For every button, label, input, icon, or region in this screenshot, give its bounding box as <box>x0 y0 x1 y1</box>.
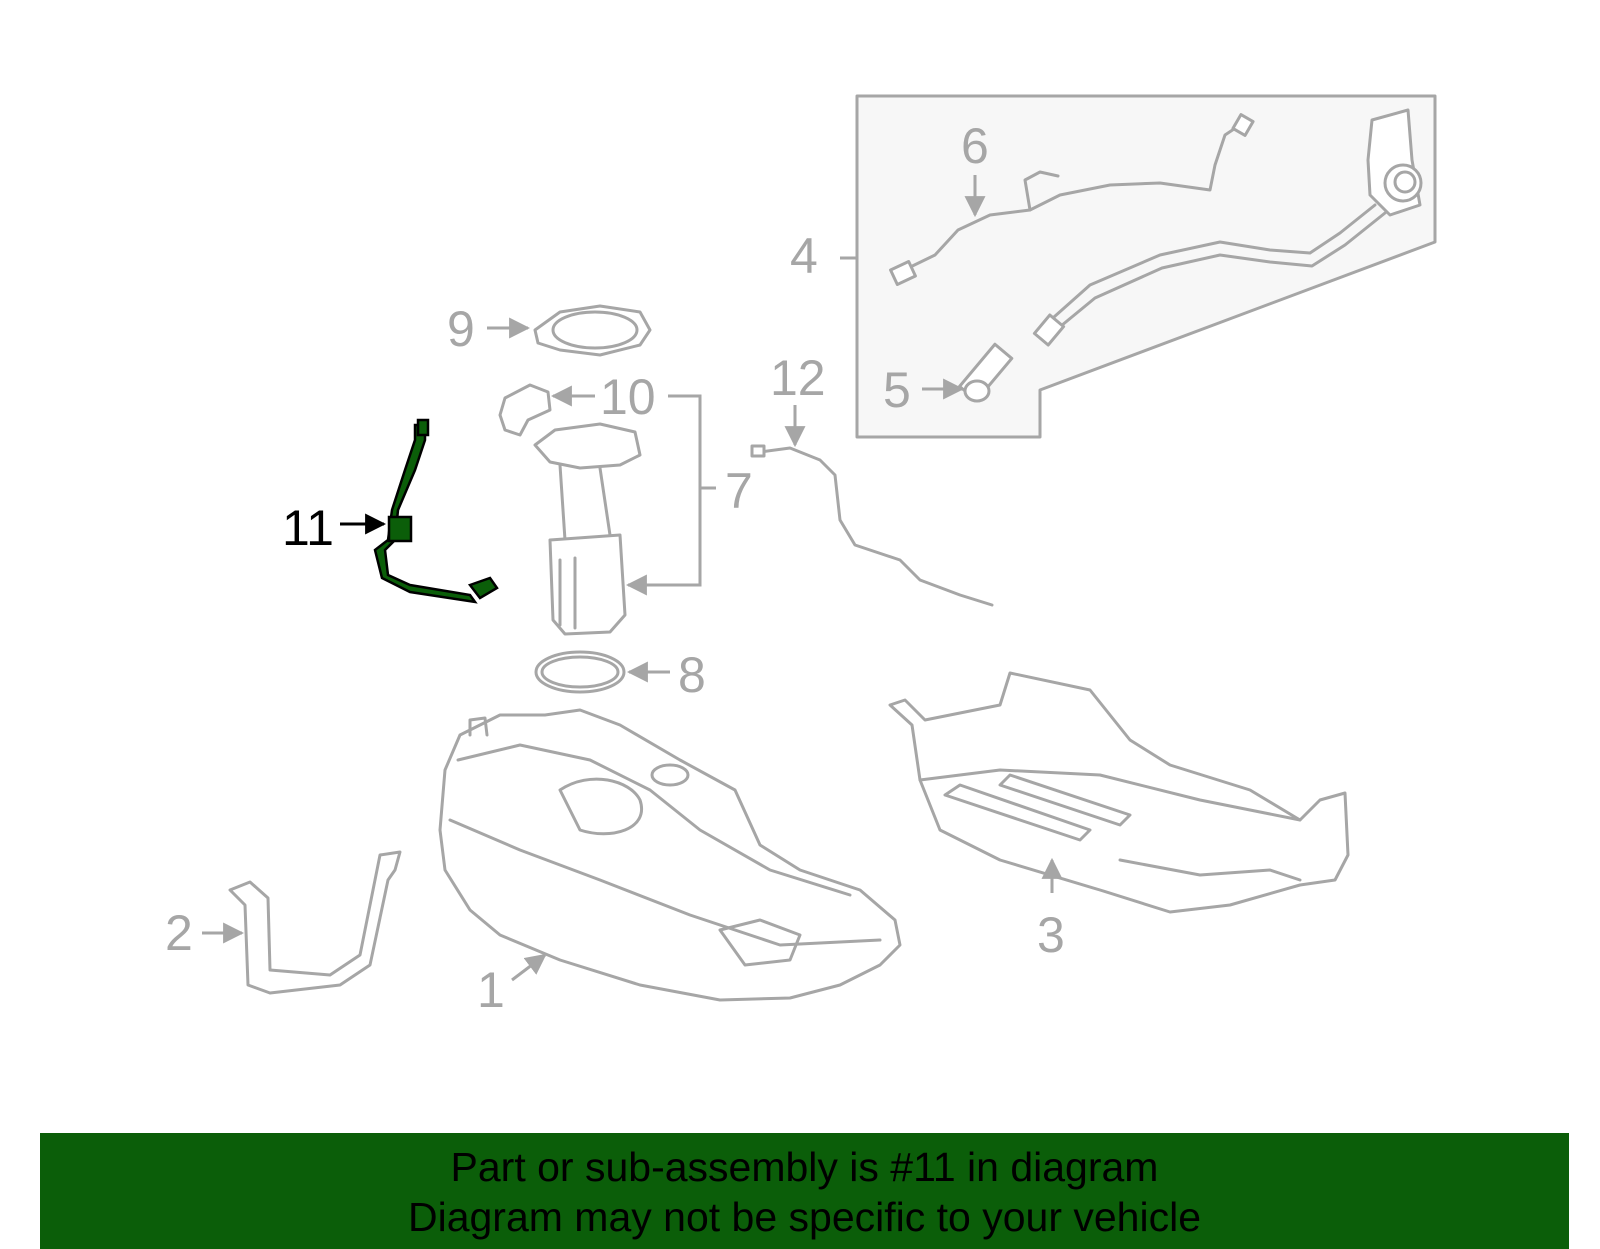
fuel-level-sensor-highlighted <box>373 418 499 604</box>
vapor-tube <box>750 444 994 607</box>
banner-line-2: Diagram may not be specific to your vehi… <box>407 1194 1201 1240</box>
tank-strap <box>228 850 402 995</box>
callout-9: 9 <box>447 301 475 357</box>
callout-4: 4 <box>790 228 818 284</box>
callout-10: 10 <box>600 369 656 425</box>
info-banner: Part or sub-assembly is #11 in diagram D… <box>40 1133 1569 1249</box>
callout-1: 1 <box>477 962 505 1018</box>
filler-assembly-box <box>855 94 1437 439</box>
lock-ring <box>533 304 652 357</box>
callout-8: 8 <box>678 647 706 703</box>
fuel-pump-module <box>533 422 642 636</box>
seal <box>534 650 626 694</box>
callout-12: 12 <box>770 350 826 406</box>
tank-shield <box>888 671 1350 914</box>
callout-5: 5 <box>883 362 911 418</box>
callout-6: 6 <box>961 118 989 174</box>
bracket <box>498 383 552 437</box>
leader-lines <box>202 175 1063 982</box>
callout-3: 3 <box>1037 907 1065 963</box>
callout-2: 2 <box>165 905 193 961</box>
banner-line-1: Part or sub-assembly is #11 in diagram <box>450 1144 1159 1190</box>
callout-11: 11 <box>282 500 334 556</box>
callout-7: 7 <box>725 463 753 519</box>
fuel-tank <box>438 708 902 1002</box>
